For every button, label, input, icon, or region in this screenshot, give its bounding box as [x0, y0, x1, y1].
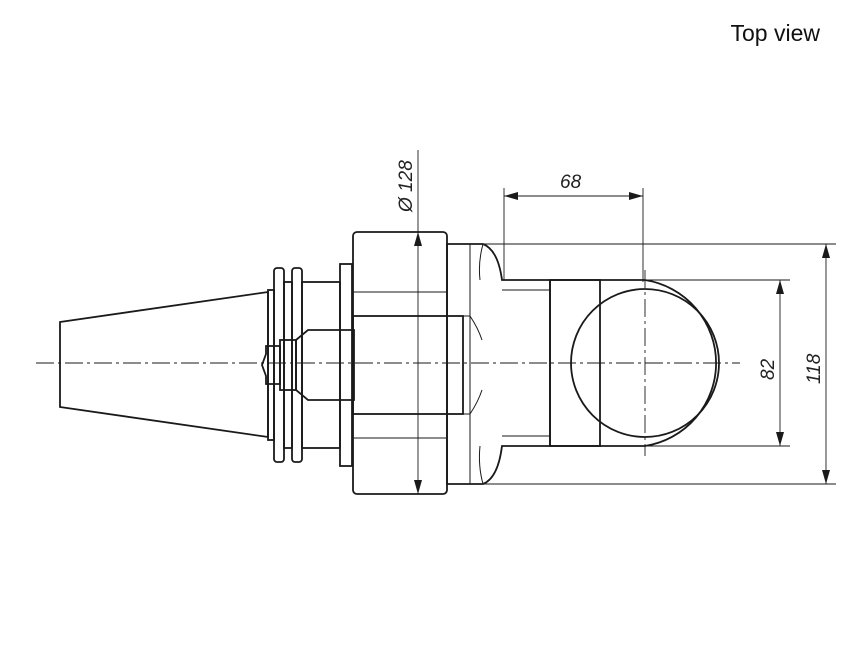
dimension-inner-height-label: 82 [758, 358, 779, 380]
view-title: Top view [730, 20, 820, 46]
dimension-offset-label: 68 [560, 172, 582, 193]
dimension-offset: 68 [503, 172, 644, 282]
flange-rings [267, 263, 353, 467]
dimension-outer-height-label: 118 [804, 353, 825, 384]
spindle-neck [261, 329, 355, 401]
dimension-diameter: Ø 128 [396, 150, 422, 494]
dimension-inner-height: 82 [600, 279, 790, 447]
centerlines [36, 270, 740, 456]
dimension-diameter-label: Ø 128 [396, 160, 417, 213]
taper-shank [59, 290, 269, 439]
dimension-outer-height: 118 [483, 243, 836, 485]
